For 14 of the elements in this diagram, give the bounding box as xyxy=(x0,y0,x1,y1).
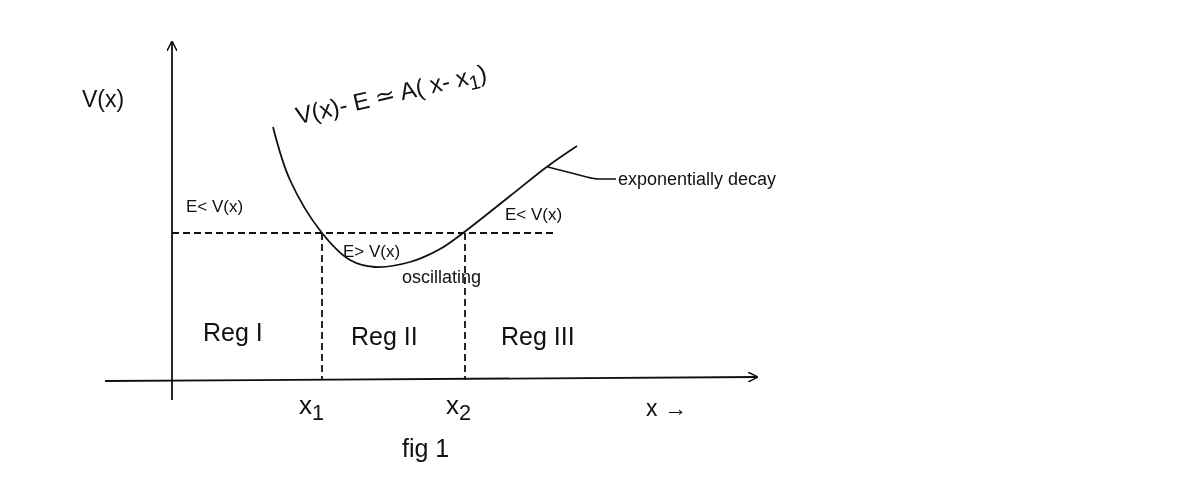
axis-label: V(x) xyxy=(82,88,125,111)
tick-label: x$_{1}$ xyxy=(299,392,325,424)
axis-label: x → xyxy=(646,397,687,420)
tick-label: x$_{2}$ xyxy=(446,392,472,424)
figure-caption: fig 1 xyxy=(402,436,450,461)
annotation-text: exponentially decay xyxy=(618,170,777,188)
region-label: Reg I xyxy=(203,320,263,345)
region-condition: E< V(x) xyxy=(186,198,244,215)
potential-curve xyxy=(272,126,578,268)
region-label: Reg II xyxy=(351,324,418,349)
region-condition: E> V(x) xyxy=(343,243,401,260)
region-label: Reg III xyxy=(501,324,575,349)
leader-line xyxy=(547,166,617,180)
region-condition: E< V(x) xyxy=(505,206,563,223)
